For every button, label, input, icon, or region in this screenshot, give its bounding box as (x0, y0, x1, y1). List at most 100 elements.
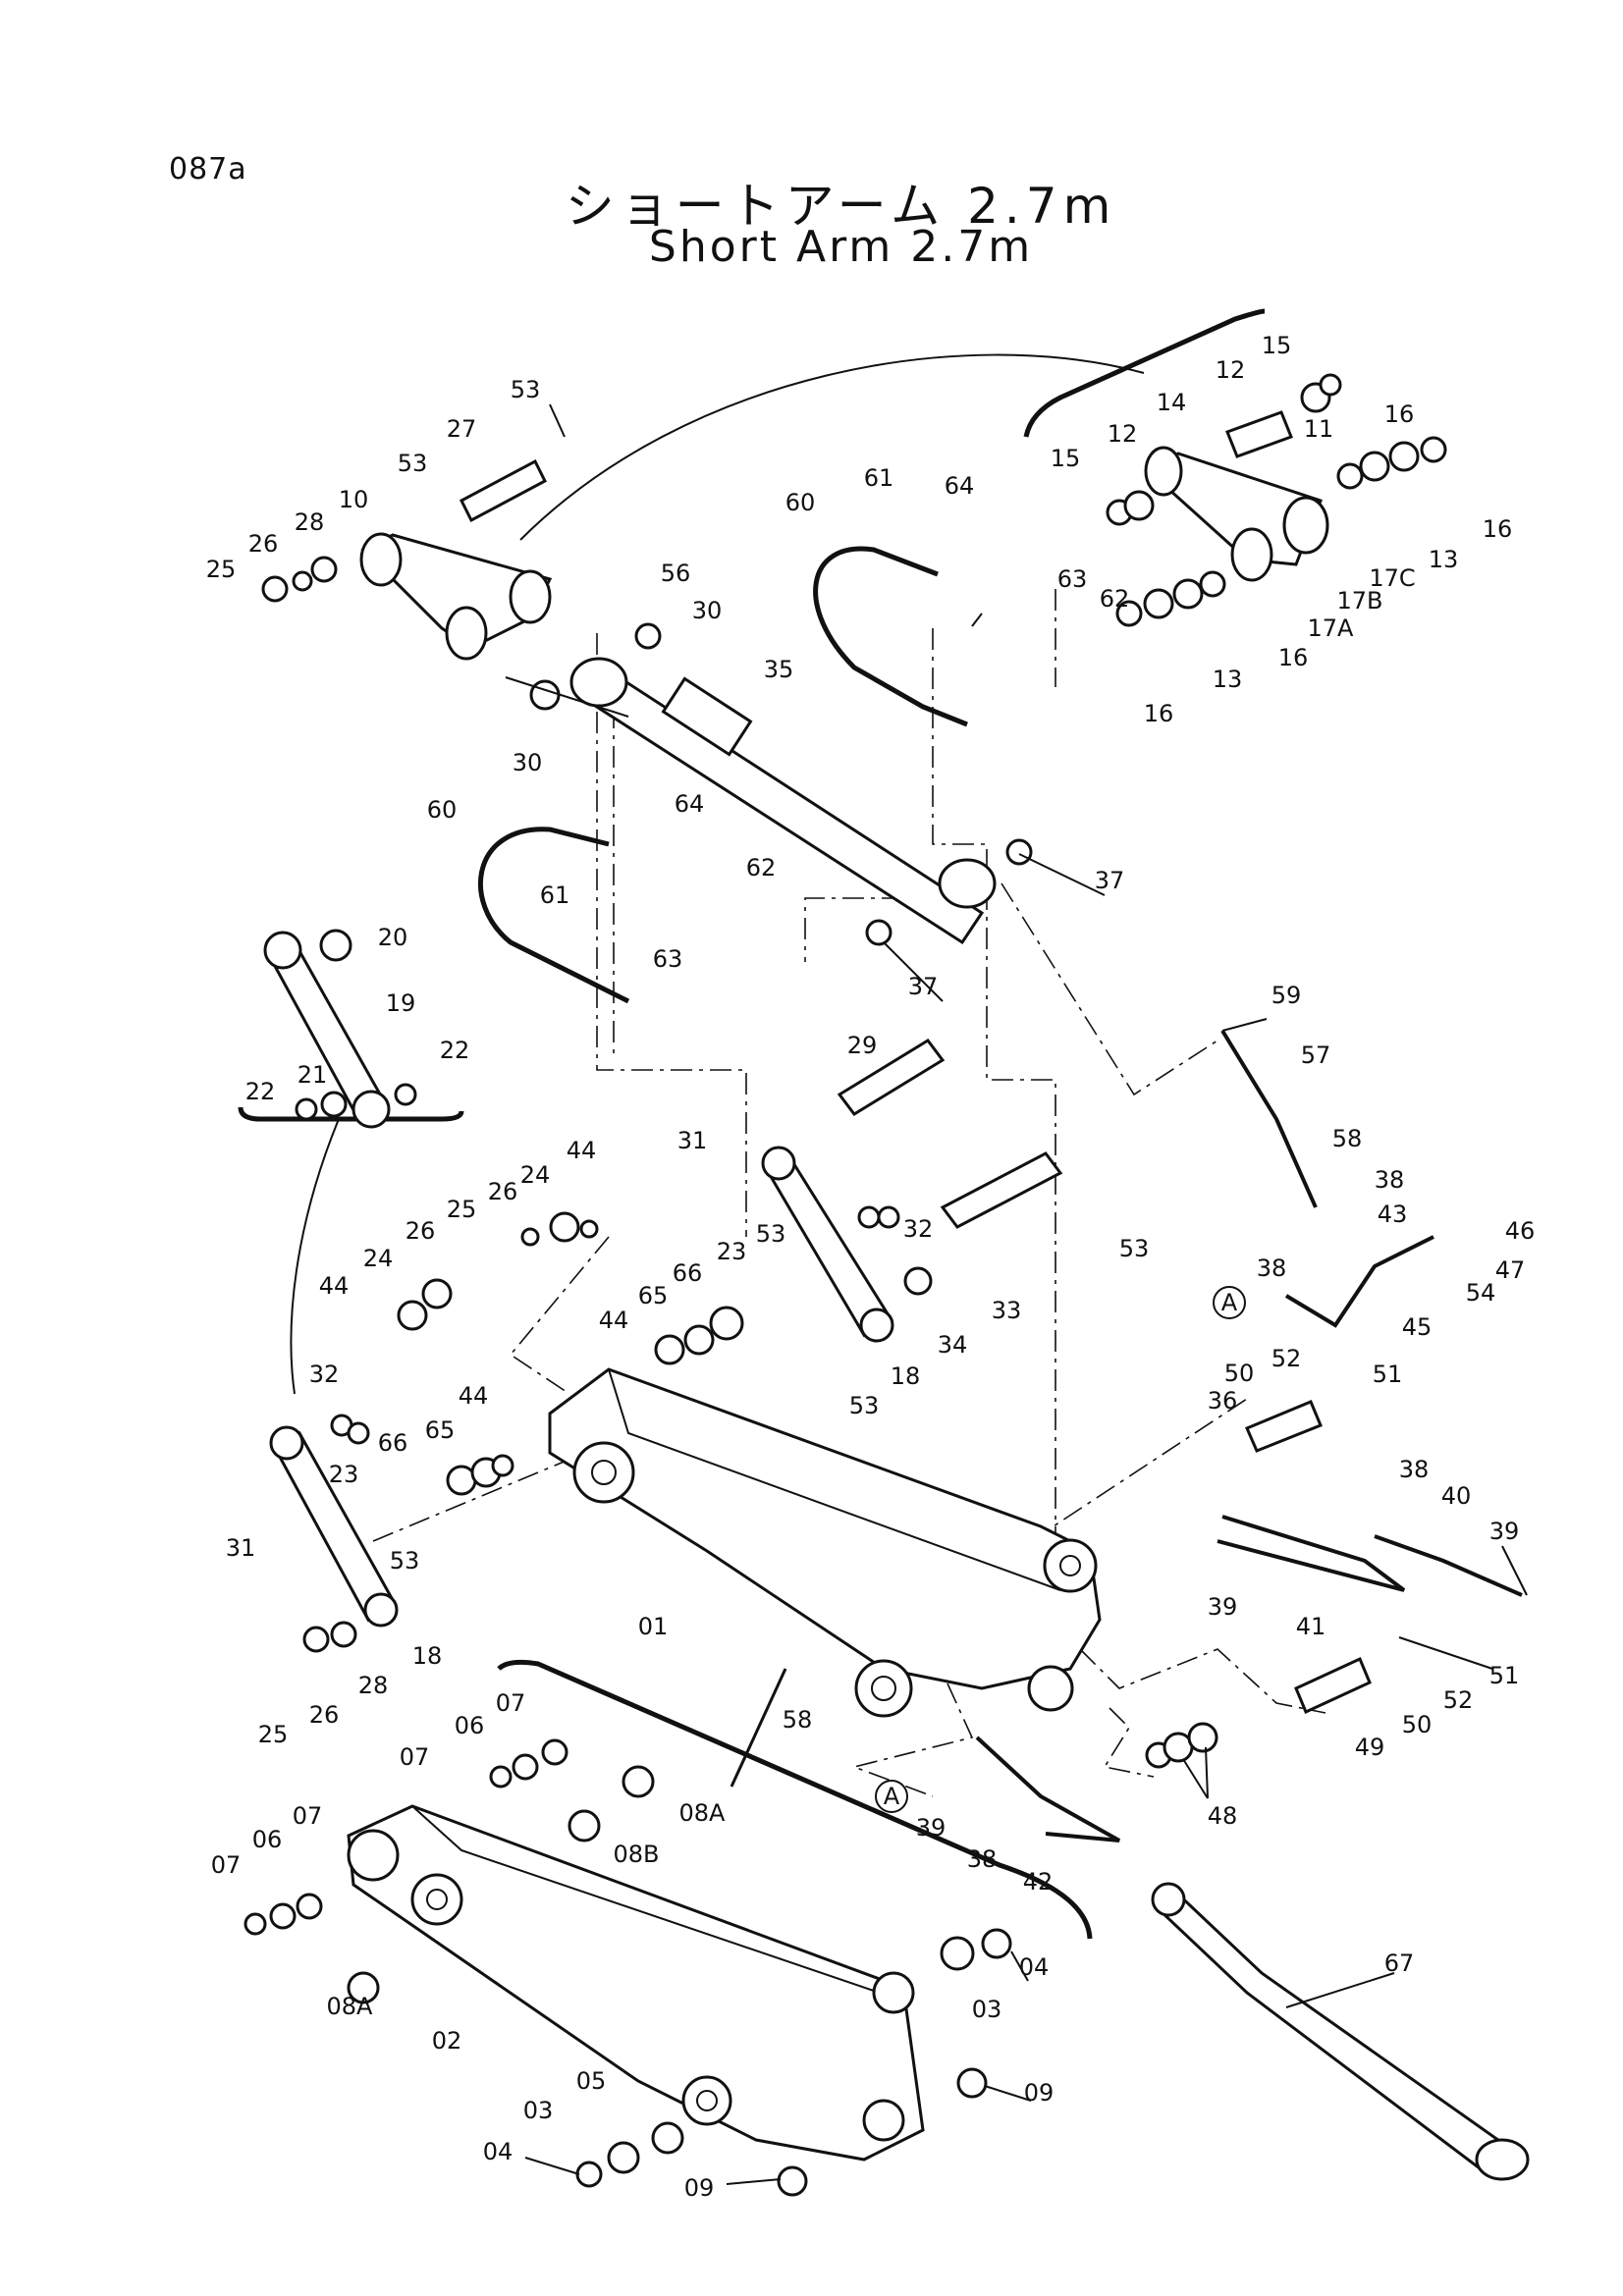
detail-marker-a-1 (1213, 1286, 1246, 1319)
part-callout-39: 39 (916, 1814, 947, 1842)
part-callout-61: 61 (540, 881, 570, 909)
part-callout-26: 26 (488, 1178, 518, 1205)
pin-27 (460, 458, 547, 523)
part-callout-07: 07 (496, 1689, 526, 1717)
part-callout-53: 53 (849, 1392, 880, 1419)
arc-link (290, 1118, 340, 1395)
part-callout-39: 39 (1208, 1593, 1238, 1621)
part-callout-67: 67 (1384, 1949, 1415, 1977)
title-english: Short Arm 2.7m (648, 222, 1034, 272)
part-callout-02: 02 (432, 2027, 462, 2055)
part-callout-04: 04 (483, 2138, 514, 2165)
part-callout-18: 18 (891, 1362, 921, 1390)
part-callout-48: 48 (1208, 1802, 1238, 1830)
part-callout-54: 54 (1466, 1279, 1496, 1307)
part-callout-43: 43 (1378, 1201, 1408, 1228)
part-callout-05: 05 (576, 2067, 607, 2095)
part-callout-20: 20 (378, 924, 408, 951)
part-callout-12: 12 (1108, 420, 1138, 448)
part-callout-53: 53 (756, 1220, 786, 1248)
pipe-40 (1374, 1534, 1523, 1597)
part-callout-57: 57 (1301, 1041, 1331, 1069)
group-bracket-link (238, 1106, 464, 1122)
part-callout-13: 13 (1213, 666, 1243, 693)
pipe-42 (975, 1735, 1120, 1842)
part-callout-58: 58 (1332, 1125, 1363, 1152)
part-callout-58: 58 (783, 1706, 813, 1734)
link-11 (1144, 446, 1329, 582)
part-callout-66: 66 (378, 1429, 408, 1457)
pipe-57 (1220, 1029, 1318, 1208)
part-callout-65: 65 (425, 1416, 456, 1444)
arm-01 (548, 1367, 1102, 1718)
hose-60-upper (813, 546, 968, 727)
lead-arm-01 (730, 1668, 787, 1788)
part-callout-28: 28 (358, 1672, 389, 1699)
part-callout-22: 22 (440, 1037, 470, 1064)
part-callout-56: 56 (661, 560, 691, 587)
part-callout-61: 61 (864, 464, 894, 492)
part-callout-18: 18 (412, 1642, 443, 1670)
pin-29 (837, 1039, 946, 1116)
part-callout-41: 41 (1296, 1613, 1326, 1640)
detail-marker-a-2 (875, 1780, 908, 1813)
part-callout-03: 03 (972, 1996, 1002, 2023)
part-callout-60: 60 (785, 489, 816, 516)
part-callout-16: 16 (1384, 400, 1415, 428)
part-callout-65: 65 (638, 1282, 669, 1309)
part-callout-39: 39 (1489, 1518, 1520, 1545)
pin-49 (1294, 1656, 1372, 1715)
part-callout-01: 01 (638, 1613, 669, 1640)
detail-marker-label: A (1221, 1289, 1238, 1316)
part-callout-26: 26 (309, 1701, 340, 1729)
part-callout-62: 62 (746, 854, 777, 881)
group-bracket-top-right (1023, 308, 1266, 438)
cylinder-35 (569, 657, 997, 945)
part-callout-16: 16 (1278, 644, 1309, 671)
part-callout-45: 45 (1402, 1313, 1433, 1341)
part-callout-63: 63 (653, 945, 683, 973)
part-callout-27: 27 (447, 415, 477, 443)
link-19 (263, 931, 391, 1129)
part-callout-37: 37 (1095, 867, 1125, 894)
link-18-lower (269, 1425, 399, 1628)
arm-bracket (497, 1659, 1093, 1940)
part-callout-44: 44 (459, 1382, 489, 1410)
part-callout-17c: 17C (1369, 564, 1415, 592)
part-callout-44: 44 (599, 1307, 629, 1334)
center-lines (372, 589, 1326, 1797)
part-callout-51: 51 (1489, 1662, 1520, 1689)
part-callout-12: 12 (1216, 356, 1246, 384)
part-callout-38: 38 (1257, 1255, 1287, 1282)
part-callout-53: 53 (511, 376, 541, 403)
part-callout-46: 46 (1505, 1217, 1536, 1245)
part-callout-50: 50 (1224, 1360, 1255, 1387)
part-callout-03: 03 (523, 2097, 554, 2124)
part-callout-16: 16 (1483, 515, 1513, 543)
part-callout-38: 38 (967, 1845, 998, 1873)
part-callout-42: 42 (1023, 1868, 1054, 1896)
arm-02 (347, 1804, 925, 2162)
detail-marker-label: A (884, 1783, 900, 1810)
part-callout-17b: 17B (1336, 587, 1382, 614)
part-callout-04: 04 (1019, 1953, 1050, 1981)
part-callout-40: 40 (1441, 1482, 1472, 1510)
part-callout-24: 24 (520, 1161, 551, 1189)
part-callout-37: 37 (908, 973, 939, 1000)
part-callout-34: 34 (938, 1331, 968, 1359)
part-callout-16: 16 (1144, 700, 1174, 727)
pipe-43 (1284, 1235, 1434, 1328)
part-callout-22: 22 (245, 1078, 276, 1105)
link-18-upper (761, 1146, 894, 1343)
part-callout-08a: 08A (327, 1993, 374, 2020)
part-callout-38: 38 (1375, 1166, 1405, 1194)
part-callout-31: 31 (226, 1534, 256, 1562)
part-callout-23: 23 (329, 1461, 359, 1488)
part-callout-47: 47 (1495, 1256, 1526, 1284)
part-callout-38: 38 (1399, 1456, 1430, 1483)
part-callout-53: 53 (1119, 1235, 1150, 1262)
part-callout-25: 25 (447, 1196, 477, 1223)
part-callout-64: 64 (945, 472, 975, 500)
part-callout-09: 09 (1024, 2079, 1055, 2107)
